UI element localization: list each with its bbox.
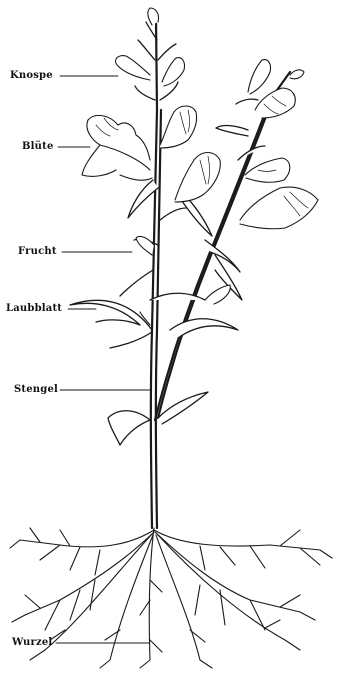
label-bluete: Blüte [22, 141, 54, 152]
label-frucht: Frucht [18, 246, 57, 257]
label-laubblatt: Laubblatt [6, 303, 62, 314]
roots [10, 528, 332, 668]
label-stengel: Stengel [14, 384, 58, 395]
label-knospe: Knospe [10, 70, 53, 81]
label-wurzel: Wurzel [12, 637, 52, 648]
